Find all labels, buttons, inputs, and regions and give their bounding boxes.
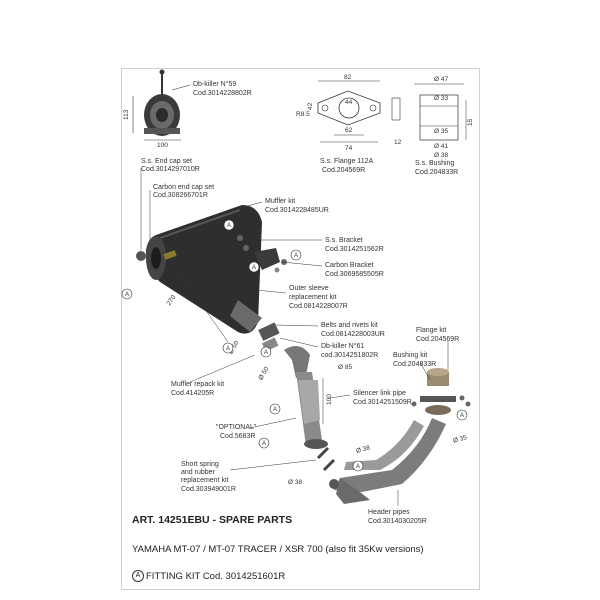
bushing-name: S.s. Bushing <box>415 160 454 167</box>
flange-code: Cod.204569R <box>322 167 365 174</box>
db-killer-mid-code: cod.3014251802R <box>321 352 378 359</box>
dim-113: 113 <box>123 109 130 120</box>
db-killer-top-code: Cod.3014228802R <box>193 90 252 97</box>
flange-name: S.s. Flange 112A <box>320 158 374 165</box>
db-killer-mid-name: Db-killer N°61 <box>321 342 364 350</box>
ss-end-cap-code: Cod.3014297010R <box>141 166 200 173</box>
bushing-drawing <box>414 83 467 141</box>
short-spring-line3: replacement kit <box>181 477 229 484</box>
optional-code: Cod.5683R <box>220 433 255 440</box>
outer-sleeve-code: Cod.0814228007R <box>289 303 348 310</box>
fitting-a-1: A <box>125 292 129 298</box>
dim-r85: R8.5 <box>296 111 310 118</box>
ss-bracket-name: S.s. Bracket <box>325 237 363 244</box>
muffler-repack-code: Cod.414205R <box>171 390 214 397</box>
dim-82: 82 <box>344 74 352 81</box>
dim-270: 270 <box>165 294 177 307</box>
fitting-kit-line: A FITTING KIT Cod. 3014251601R <box>132 570 285 582</box>
dim-phi38: Ø 38 <box>434 152 448 159</box>
fitting-a-10: A <box>460 413 464 419</box>
dim-100b: 100 <box>326 394 333 405</box>
carbon-bracket-code: Cod.3069585505R <box>325 271 384 278</box>
fitting-a-4: A <box>252 265 256 271</box>
dim-44: 44 <box>345 99 353 106</box>
belts-rivets-name: Belts and rivets kit <box>321 322 378 329</box>
fitting-kit-text: FITTING KIT Cod. 3014251601R <box>146 570 286 582</box>
belts-rivets-code: Cod.0814228003UR <box>321 331 385 338</box>
fitting-a-8: A <box>262 441 266 447</box>
bushing-code: Cod.204833R <box>415 169 458 176</box>
carbon-end-cap-name: Carbon end cap set <box>153 184 214 191</box>
dim-phi47: Ø 47 <box>434 76 448 83</box>
bushing-kit-code: Cod.204833R <box>393 361 436 368</box>
fitting-markers: A A A A A A A A A A <box>121 219 468 472</box>
db-killer-mid-drawing <box>258 322 280 352</box>
flange-kit-drawing <box>411 368 471 415</box>
flange-kit-code: Cod.204569R <box>416 336 459 343</box>
silencer-link-name: Silencer link pipe <box>353 390 406 397</box>
carbon-end-cap-code: Cod.308266701R <box>153 192 208 199</box>
fitting-a-7: A <box>273 407 277 413</box>
silencer-link-code: Cod.3014251509R <box>353 399 412 406</box>
flange-drawing <box>317 80 401 143</box>
muffler-drawing <box>136 205 262 334</box>
dim-phi85: Ø 85 <box>338 364 352 371</box>
carbon-bracket-name: Carbon Bracket <box>325 262 374 269</box>
fitting-a-5: A <box>226 346 230 352</box>
header-pipes-drawing <box>329 418 446 504</box>
dim-phi38b: Ø 38 <box>355 444 371 455</box>
header-pipes-code: Cod.3014030205R <box>368 518 427 525</box>
art-title: ART. 14251EBU - SPARE PARTS <box>132 514 293 526</box>
flange-kit-name: Flange kit <box>416 327 446 334</box>
dim-phi33: Ø 33 <box>434 95 448 102</box>
muffler-kit-name: Muffler kit <box>265 198 295 205</box>
outer-sleeve-line1: Outer sleeve <box>289 285 329 292</box>
bushing-kit-name: Bushing kit <box>393 352 427 359</box>
muffler-kit-code: Cod.3014228485UR <box>265 207 329 214</box>
fitting-kit-marker: A <box>132 570 144 582</box>
dim-phi38c: Ø 38 <box>288 479 302 486</box>
dim-phi41: Ø 41 <box>434 143 448 150</box>
fitting-a-3: A <box>294 253 298 259</box>
ss-end-cap-name: S.s. End cap set <box>141 158 192 165</box>
link-pipe-drawing <box>284 346 328 449</box>
fitting-a-6: A <box>264 350 268 356</box>
short-spring-code: Cod.303949001R <box>181 486 236 493</box>
dim-74: 74 <box>345 145 353 152</box>
ss-bracket-code: Cod.3014251562R <box>325 246 384 253</box>
dim-15: 15 <box>467 118 474 126</box>
dim-phi50-b: Ø 50 <box>257 365 270 381</box>
short-spring-line2: and rubber <box>181 469 216 476</box>
muffler-repack-name: Muffler repack kit <box>171 381 224 388</box>
dim-phi35b: Ø 35 <box>452 434 468 445</box>
short-spring-line1: Short spring <box>181 461 219 468</box>
fitting-a-2: A <box>227 223 231 229</box>
dim-62: 62 <box>345 127 353 134</box>
db-killer-top-name: Db-killer N°59 <box>193 80 236 88</box>
models-line: YAMAHA MT-07 / MT-07 TRACER / XSR 700 (a… <box>132 544 424 555</box>
header-pipes-name: Header pipes <box>368 509 410 516</box>
dim-100: 100 <box>157 142 168 149</box>
spare-parts-sheet <box>121 68 480 590</box>
bracket-hardware <box>237 235 287 273</box>
outer-sleeve-line2: replacement kit <box>289 294 337 301</box>
spring-parts-drawing <box>316 446 336 472</box>
dim-phi35: Ø 35 <box>434 128 448 135</box>
dim-42: 42 <box>307 102 314 110</box>
db-killer-drawing <box>132 69 181 141</box>
optional-name: "OPTIONAL" <box>216 424 257 431</box>
fitting-a-9: A <box>356 464 360 470</box>
dim-12: 12 <box>394 139 402 146</box>
